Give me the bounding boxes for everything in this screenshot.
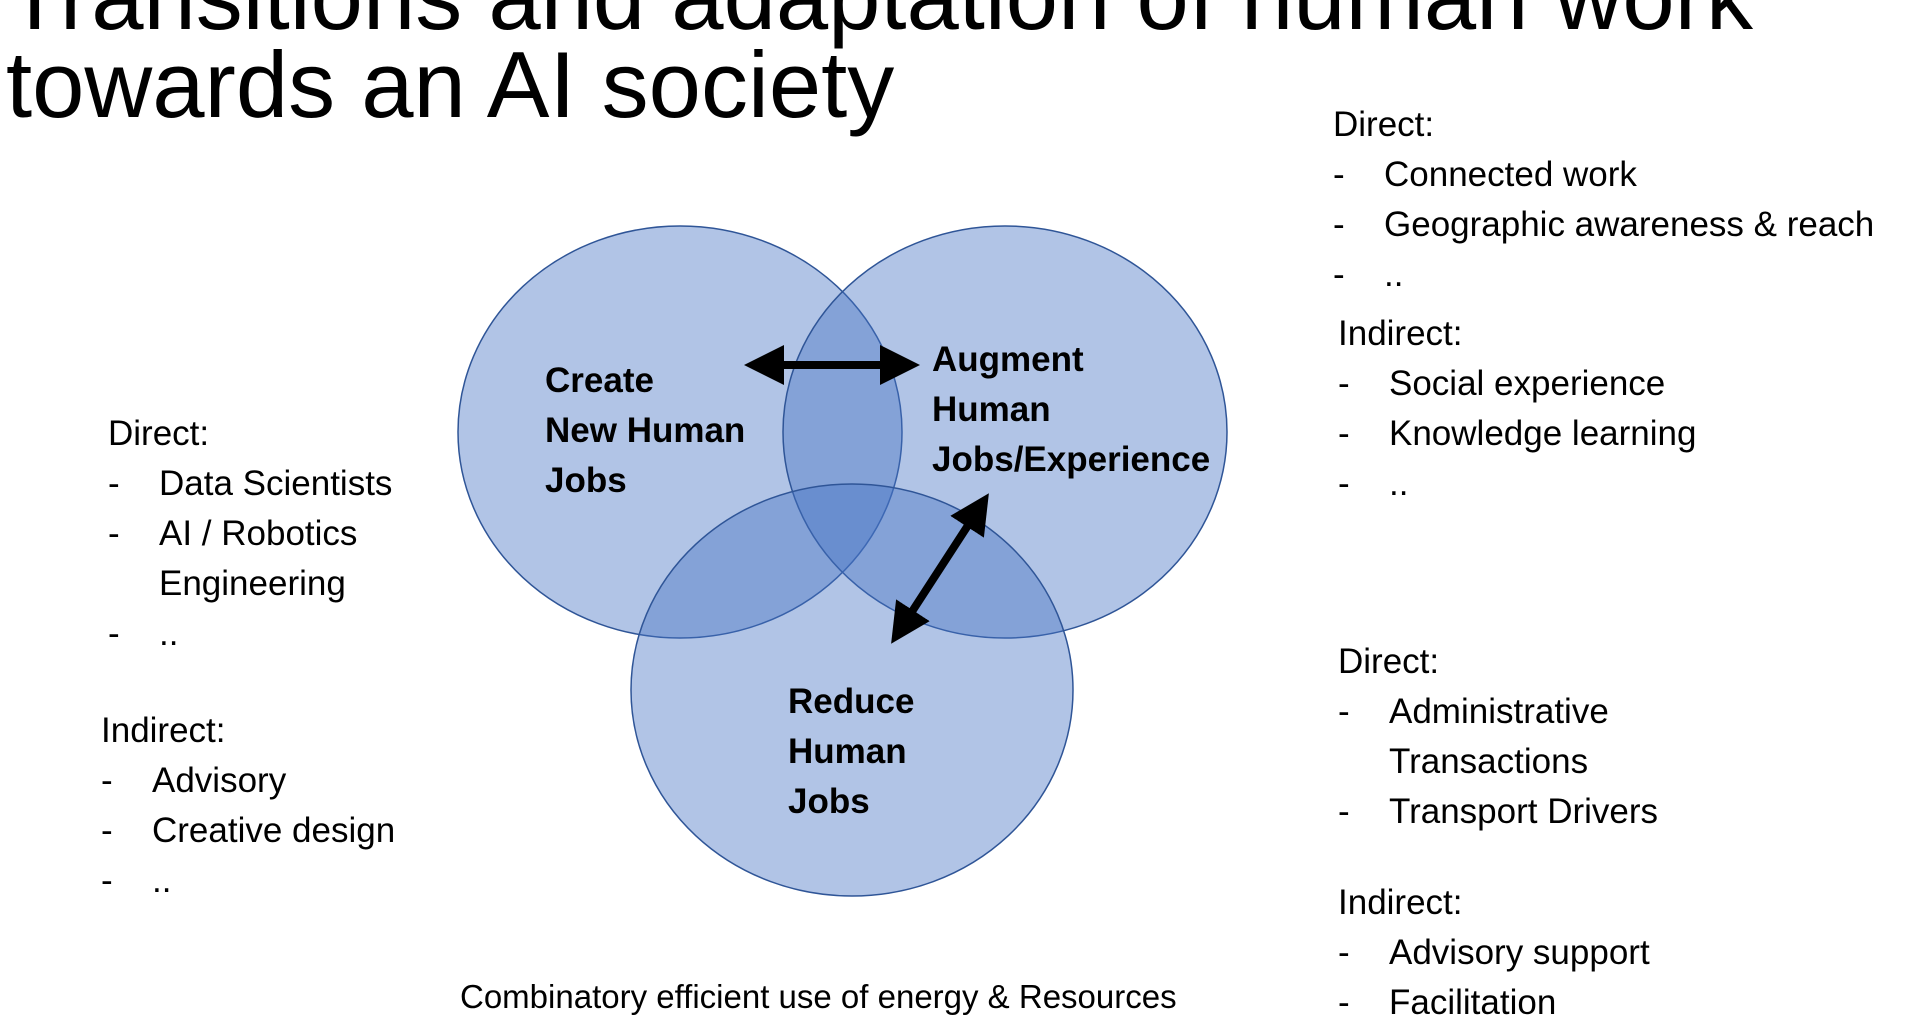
list-item: -Facilitation (1338, 983, 1557, 1022)
right-bottom-direct-list: Direct: -Administrative Transactions -Tr… (1338, 637, 1658, 837)
left-direct-heading: Direct: (108, 414, 210, 453)
list-item: -.. (1333, 255, 1404, 294)
slide-title-line-1: Transitions and adaptation of human work (6, 0, 1753, 44)
list-item: -Creative design (101, 811, 396, 850)
left-direct-list: Direct: -Data Scientists -AI / Robotics … (108, 409, 392, 659)
list-item: -Administrative Transactions (1338, 692, 1609, 781)
left-indirect-list: Indirect: -Advisory -Creative design -.. (101, 706, 395, 906)
right-bottom-direct-heading: Direct: (1338, 642, 1440, 681)
right-top-direct-heading: Direct: (1333, 105, 1435, 144)
list-item: -AI / Robotics Engineering (108, 514, 358, 603)
list-item: -Advisory support (1338, 933, 1650, 972)
list-item: -Data Scientists (108, 464, 393, 503)
slide-title-line-2: towards an AI society (6, 32, 895, 137)
list-item: -Connected work (1333, 155, 1637, 194)
list-item: -Social experience (1338, 364, 1666, 403)
left-indirect-heading: Indirect: (101, 711, 226, 750)
right-bottom-indirect-heading: Indirect: (1338, 883, 1463, 922)
venn-label-create: Create New Human Jobs (545, 361, 746, 500)
list-item: -Geographic awareness & reach (1333, 205, 1875, 244)
double-arrow-augment-reduce (891, 493, 989, 644)
list-item: -.. (1338, 464, 1409, 503)
footnote-text: Combinatory efficient use of energy & Re… (460, 978, 1177, 1015)
list-item: -Knowledge learning (1338, 414, 1697, 453)
venn-circle-create (457, 225, 903, 639)
list-item: -.. (101, 861, 172, 900)
list-item: -Transport Drivers (1338, 792, 1659, 831)
venn-label-augment: Augment Human Jobs/Experience (932, 340, 1211, 479)
right-top-indirect-heading: Indirect: (1338, 314, 1463, 353)
venn-diagram (457, 225, 1228, 897)
right-top-indirect-list: Indirect: -Social experience -Knowledge … (1338, 309, 1696, 509)
list-item: -Advisory (101, 761, 287, 800)
venn-label-reduce: Reduce Human Jobs (788, 682, 915, 821)
right-bottom-indirect-list: Indirect: -Advisory support -Facilitatio… (1338, 878, 1650, 1028)
list-item: -.. (108, 614, 179, 653)
right-top-direct-list: Direct: -Connected work -Geographic awar… (1333, 100, 1874, 300)
